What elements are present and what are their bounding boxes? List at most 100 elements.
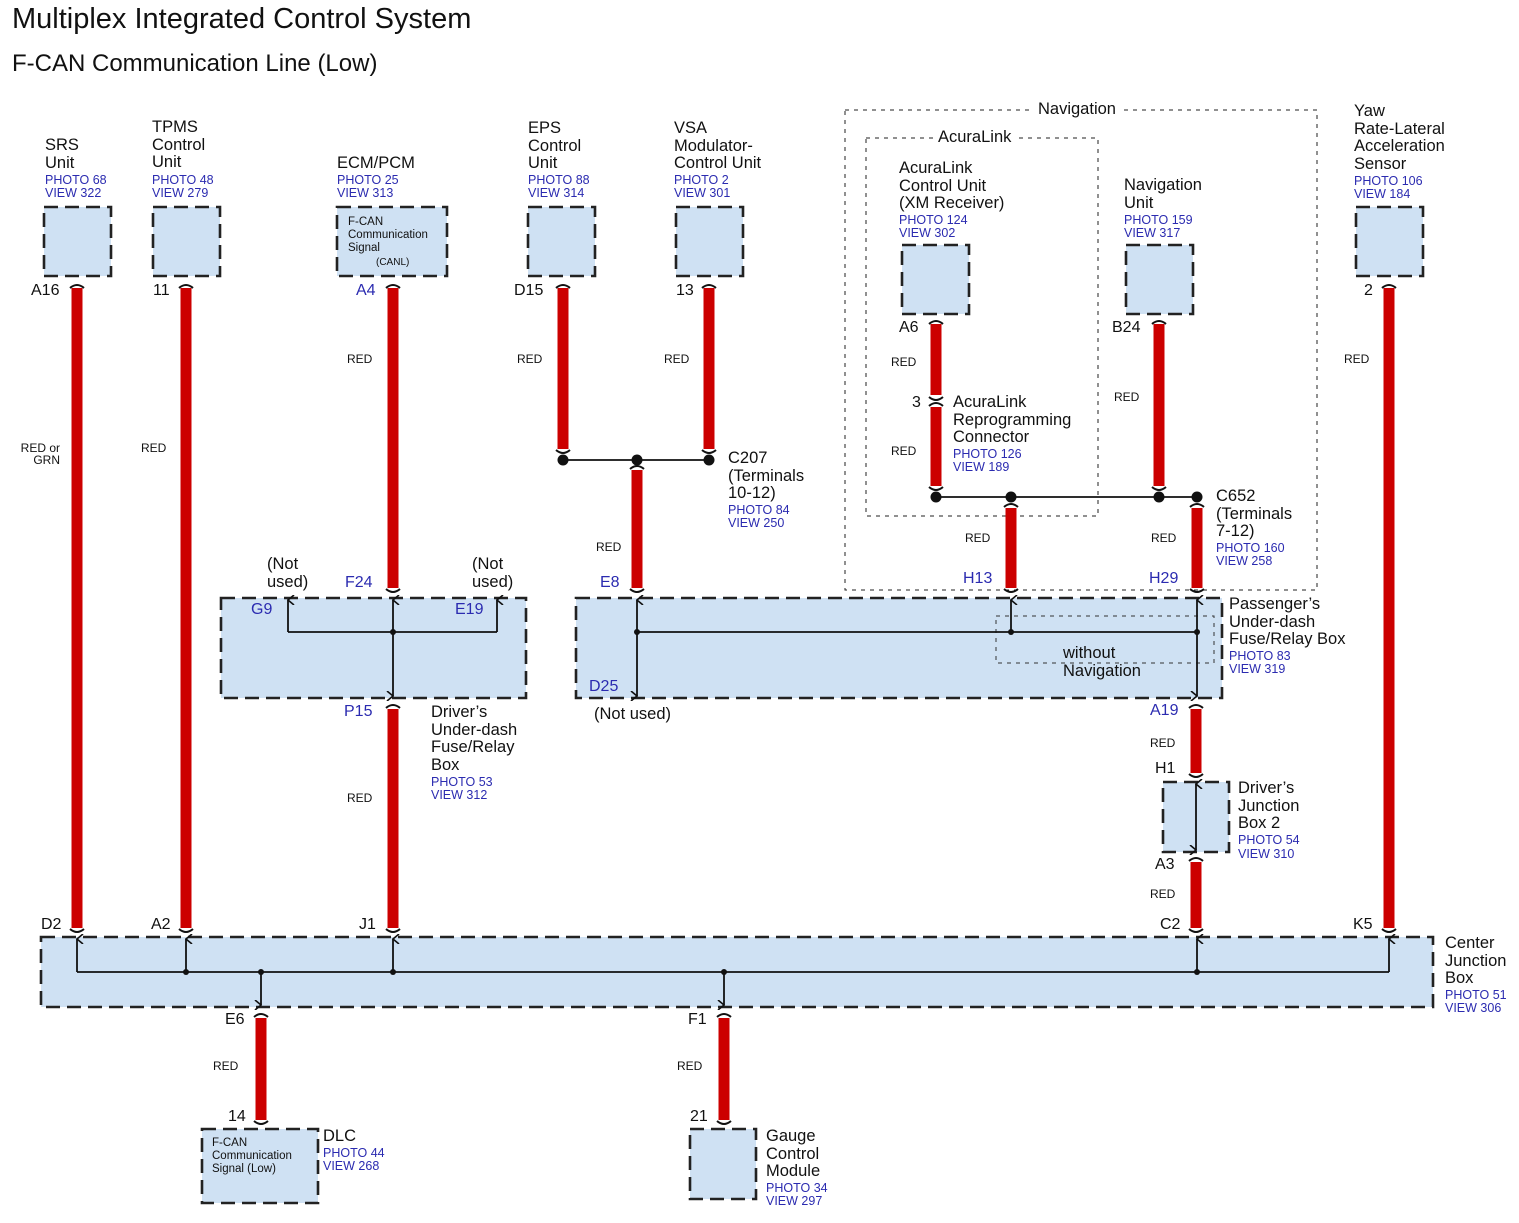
h1-pin: H1 [1155, 760, 1176, 777]
gauge-view-ref[interactable]: VIEW 297 [766, 1194, 823, 1208]
c207-photo-ref[interactable]: PHOTO 84 [728, 503, 790, 517]
navigation-group-label: Navigation [1034, 100, 1120, 119]
red-wires [71, 288, 1395, 1120]
acuralink-photo-ref[interactable]: PHOTO 124 [899, 213, 968, 227]
f1-wire-color: RED [677, 1059, 703, 1073]
c207-out-wire-color: RED [596, 540, 622, 554]
page-title: Multiplex Integrated Control System [12, 3, 472, 35]
vsa-wire-color: RED [664, 352, 690, 366]
tpms-unit-name: TPMS Control Unit [152, 118, 206, 171]
nav-unit-photo-ref[interactable]: PHOTO 159 [1124, 213, 1193, 227]
srs-view-ref[interactable]: VIEW 322 [45, 186, 102, 200]
splice-dots [183, 454, 1203, 975]
internal-circuits [77, 459, 1389, 1005]
tpms-photo-ref[interactable]: PHOTO 48 [152, 173, 214, 187]
vsa-view-ref[interactable]: VIEW 301 [674, 186, 731, 200]
c652-photo-ref[interactable]: PHOTO 160 [1216, 541, 1285, 555]
a3-wire-color: RED [1150, 887, 1176, 901]
vsa-unit-name: VSA Modulator- Control Unit [674, 119, 762, 172]
ecm-wire-color: RED [347, 352, 373, 366]
eps-view-ref[interactable]: VIEW 314 [528, 186, 585, 200]
tpms-view-ref[interactable]: VIEW 279 [152, 186, 209, 200]
gauge-module-box[interactable] [688, 1127, 758, 1201]
eps-unit-box[interactable] [526, 205, 597, 278]
ecm-pin: A4 [356, 282, 376, 299]
yaw-photo-ref[interactable]: PHOTO 106 [1354, 174, 1423, 188]
d2-pin: D2 [41, 916, 62, 933]
vsa-pin: 13 [676, 282, 694, 299]
acuralink-bottom-wire-color: RED [891, 444, 917, 458]
eps-pin: D15 [514, 282, 544, 299]
eps-photo-ref[interactable]: PHOTO 88 [528, 173, 590, 187]
h13-wire-color: RED [965, 531, 991, 545]
dlc-view-ref[interactable]: VIEW 268 [323, 1159, 380, 1173]
junction-box-2-view-ref[interactable]: VIEW 310 [1238, 847, 1295, 861]
dlc-signal-label: F-CAN Communication Signal (Low) [212, 1137, 292, 1175]
e8-pin: E8 [600, 574, 620, 591]
vsa-photo-ref[interactable]: PHOTO 2 [674, 173, 729, 187]
yaw-pin: 2 [1364, 282, 1373, 299]
a3-pin: A3 [1155, 856, 1175, 873]
g9-pin: G9 [251, 601, 273, 618]
ecm-pcm-box[interactable] [335, 205, 449, 278]
dlc-box[interactable] [200, 1127, 320, 1205]
ecm-signal-sub: (CANL) [376, 257, 410, 268]
nav-unit-view-ref[interactable]: VIEW 317 [1124, 226, 1181, 240]
ecm-signal-label: F-CAN Communication Signal [348, 216, 428, 254]
acuralink-unit-name: AcuraLink Control Unit (XM Receiver) [899, 159, 1005, 212]
eps-unit-name: EPS Control Unit [528, 119, 582, 172]
center-junction-photo-ref[interactable]: PHOTO 51 [1445, 988, 1507, 1002]
c207-name: C207 (Terminals 10-12) [728, 449, 805, 502]
tpms-wire-color: RED [141, 441, 167, 455]
yaw-sensor-box[interactable] [1354, 205, 1425, 278]
driver-fuse-box[interactable] [219, 596, 528, 700]
nav-unit-pin: B24 [1112, 319, 1141, 336]
dlc-photo-ref[interactable]: PHOTO 44 [323, 1146, 385, 1160]
center-junction-view-ref[interactable]: VIEW 306 [1445, 1001, 1502, 1015]
srs-photo-ref[interactable]: PHOTO 68 [45, 173, 107, 187]
passenger-fuse-photo-ref[interactable]: PHOTO 83 [1229, 649, 1291, 663]
c652-view-ref[interactable]: VIEW 258 [1216, 554, 1273, 568]
junction-box-2-photo-ref[interactable]: PHOTO 54 [1238, 833, 1300, 847]
connector-caps [69, 284, 1397, 1125]
center-junction-box-name: Center Junction Box [1445, 934, 1507, 987]
ecm-unit-name: ECM/PCM [337, 154, 415, 172]
d25-not-used-label: (Not used) [594, 705, 672, 723]
tpms-pin: 11 [153, 282, 170, 299]
acuralink-view-ref[interactable]: VIEW 302 [899, 226, 956, 240]
nav-unit-box[interactable] [1124, 243, 1195, 316]
acuralink-connector-photo-ref[interactable]: PHOTO 126 [953, 447, 1022, 461]
srs-unit-box[interactable] [42, 205, 113, 278]
c2-pin: C2 [1160, 916, 1181, 933]
gauge-photo-ref[interactable]: PHOTO 34 [766, 1181, 828, 1195]
dlc-pin: 14 [228, 1108, 246, 1125]
p15-wire-color: RED [347, 791, 373, 805]
ecm-view-ref[interactable]: VIEW 313 [337, 186, 394, 200]
passenger-fuse-view-ref[interactable]: VIEW 319 [1229, 662, 1286, 676]
c207-view-ref[interactable]: VIEW 250 [728, 516, 785, 530]
ecm-photo-ref[interactable]: PHOTO 25 [337, 173, 399, 187]
eps-wire-color: RED [517, 352, 543, 366]
acuralink-connector-view-ref[interactable]: VIEW 189 [953, 460, 1010, 474]
nav-unit-name: Navigation Unit [1124, 176, 1202, 212]
h29-pin: H29 [1149, 570, 1179, 587]
yaw-sensor-name: Yaw Rate-Lateral Acceleration Sensor [1354, 102, 1445, 173]
yaw-view-ref[interactable]: VIEW 184 [1354, 187, 1411, 201]
vsa-unit-box[interactable] [674, 205, 745, 278]
d25-pin: D25 [589, 678, 619, 695]
k5-pin: K5 [1353, 916, 1373, 933]
srs-unit-name: SRS Unit [45, 136, 79, 172]
passenger-fuse-box[interactable] [574, 596, 1224, 700]
page-subtitle: F-CAN Communication Line (Low) [12, 50, 378, 77]
acuralink-unit-box[interactable] [900, 243, 971, 316]
e6-wire-color: RED [213, 1059, 239, 1073]
acuralink-connector-name: AcuraLink Reprogramming Connector [953, 393, 1072, 446]
driver-fuse-photo-ref[interactable]: PHOTO 53 [431, 775, 493, 789]
f24-pin: F24 [345, 574, 373, 591]
gauge-pin: 21 [690, 1108, 708, 1125]
a19-wire-color: RED [1150, 736, 1176, 750]
tpms-unit-box[interactable] [151, 205, 222, 278]
srs-wire-color: RED or GRN [20, 441, 60, 467]
driver-fuse-view-ref[interactable]: VIEW 312 [431, 788, 488, 802]
